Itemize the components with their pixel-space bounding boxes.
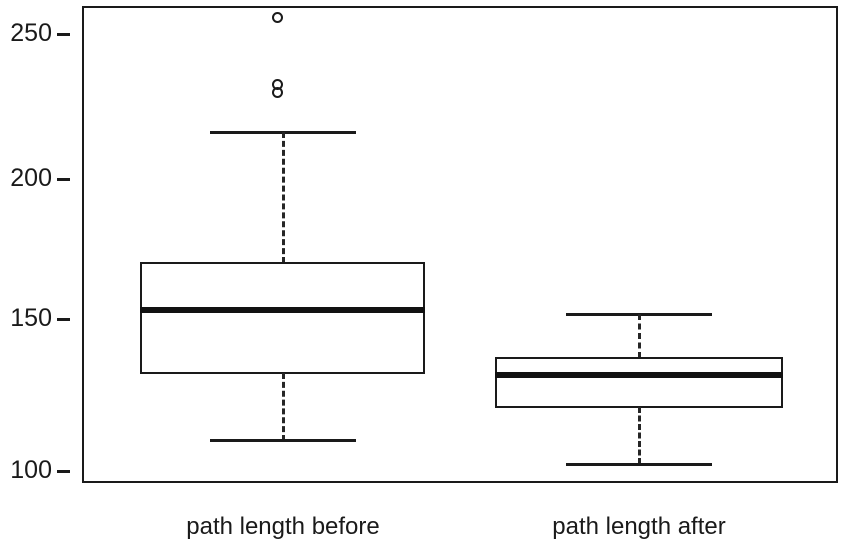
y-tick-mark-150 (57, 318, 70, 321)
y-tick-mark-250 (57, 33, 70, 36)
x-tick-label-path-length-after: path length after (552, 513, 726, 540)
y-axis: 250 200 150 100 (0, 0, 82, 548)
y-tick-label-200: 200 (10, 164, 52, 192)
x-tick-label-path-length-before: path length before (186, 513, 380, 540)
y-tick-label-250: 250 (10, 19, 52, 47)
y-tick-mark-100 (57, 470, 70, 473)
plot-frame (82, 6, 838, 483)
y-tick-label-100: 100 (10, 456, 52, 484)
y-tick-label-150: 150 (10, 304, 52, 332)
y-tick-mark-200 (57, 178, 70, 181)
